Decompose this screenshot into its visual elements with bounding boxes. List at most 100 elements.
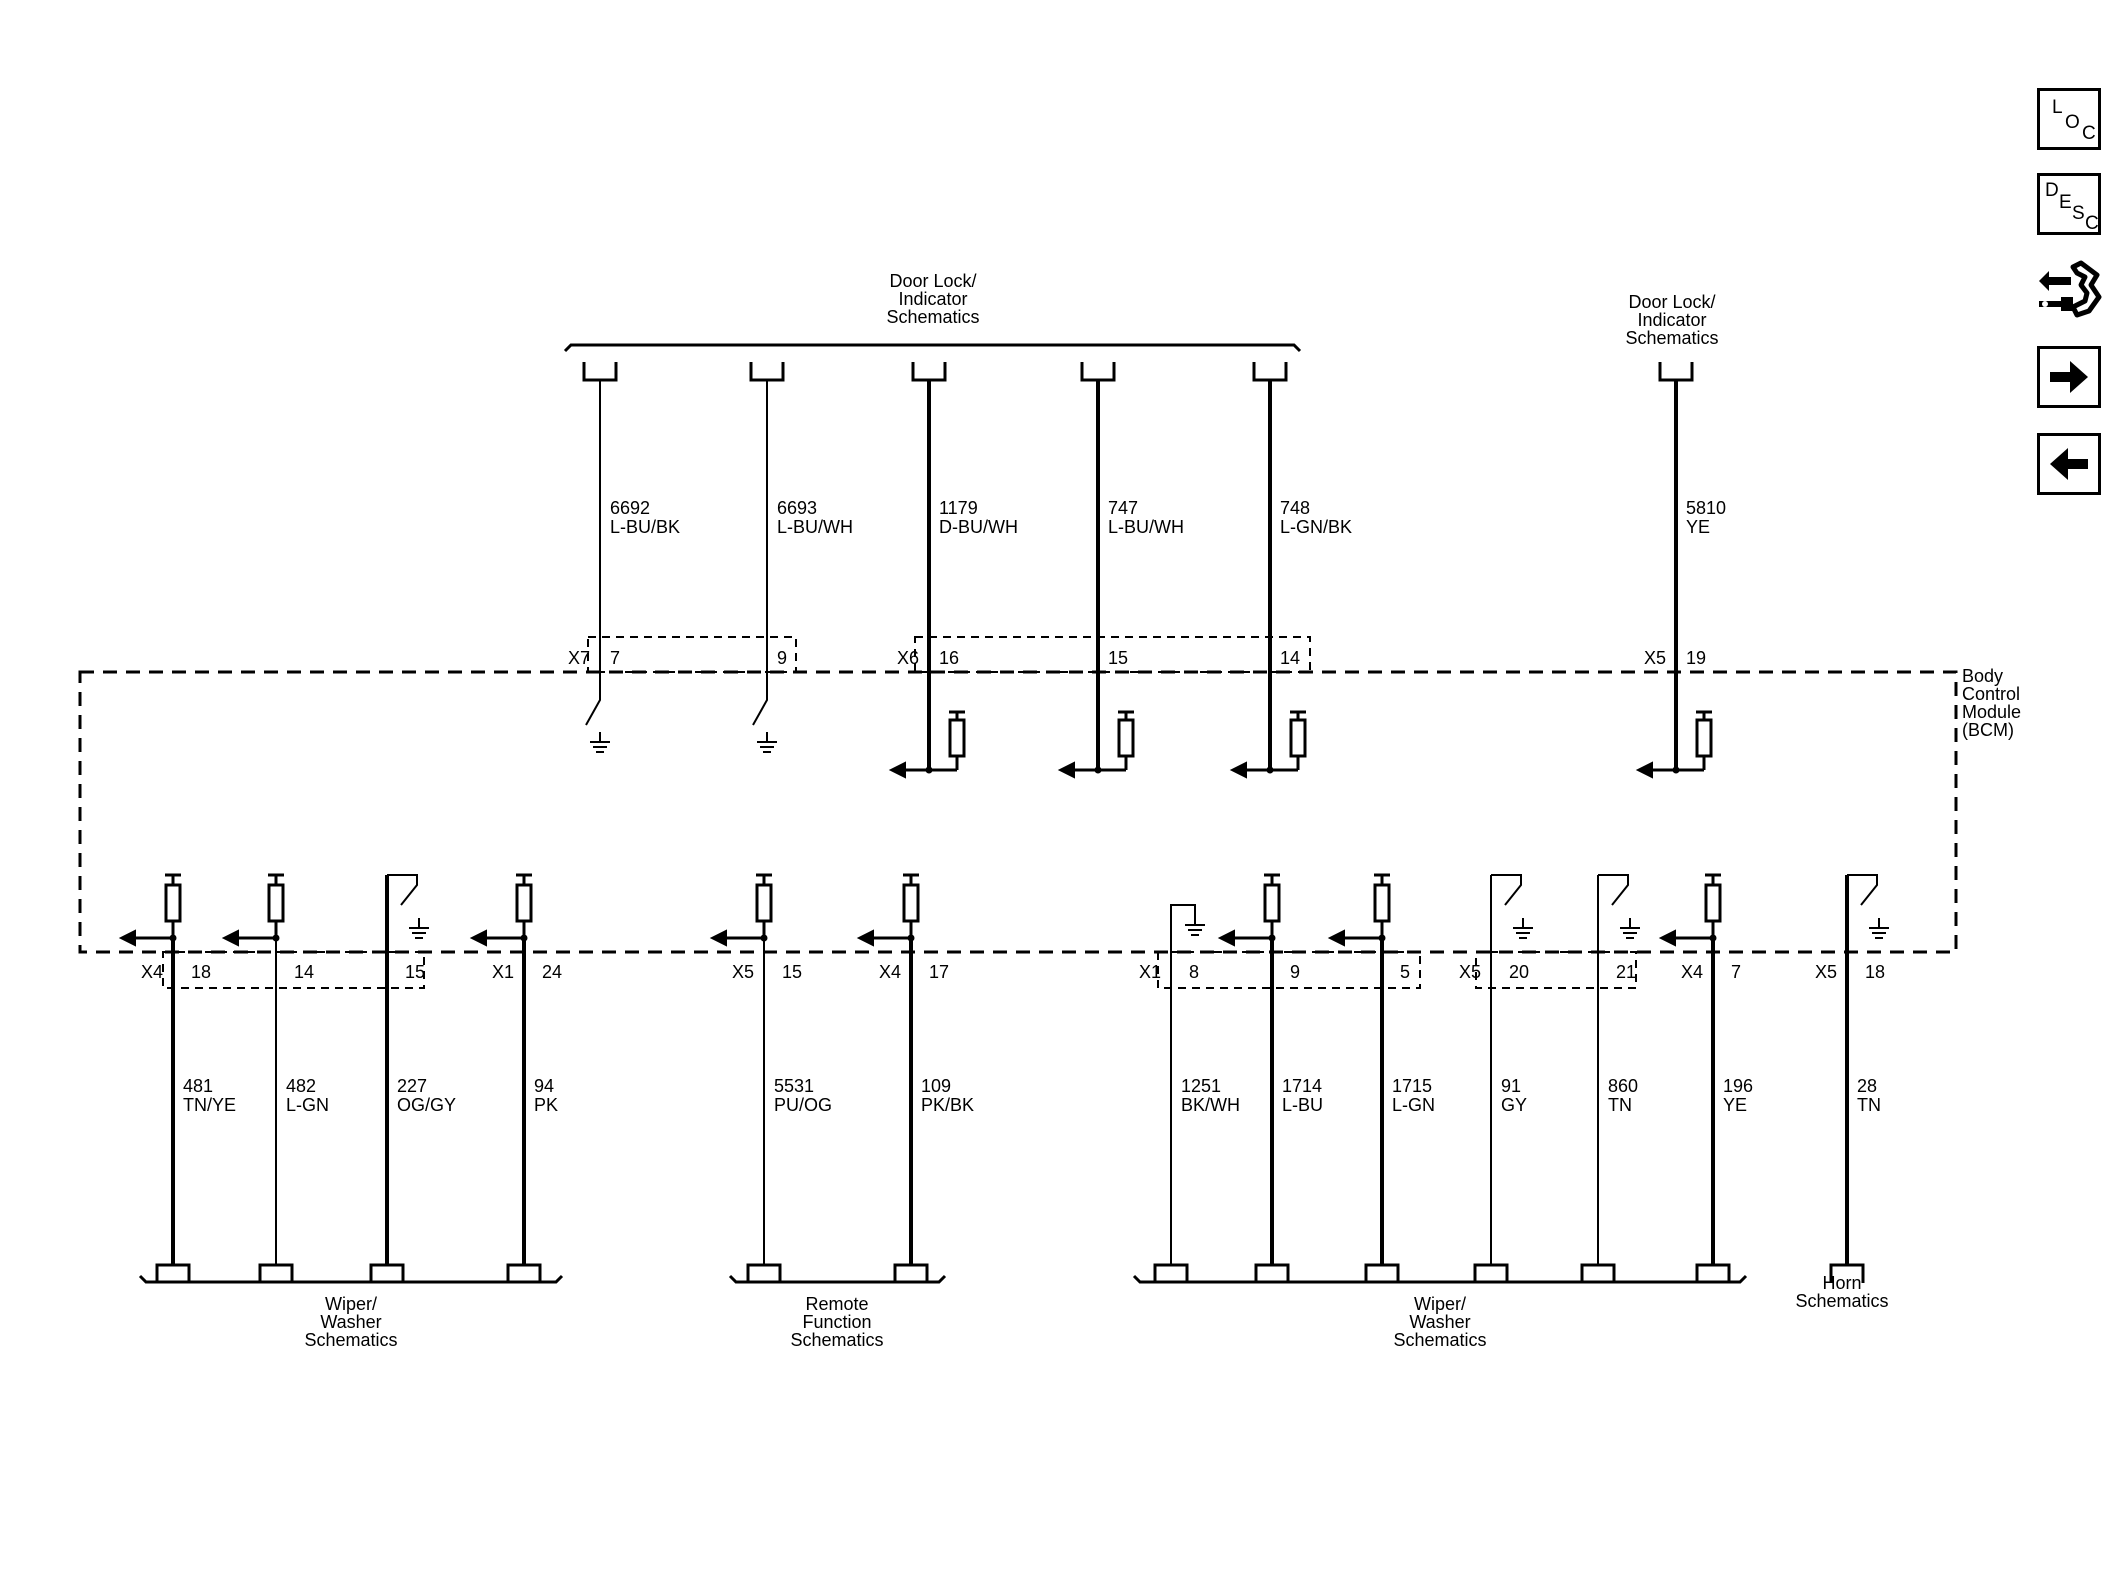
circuit-number: 1714 — [1282, 1076, 1322, 1096]
top-group-label-line: Door Lock/ — [889, 271, 976, 291]
top-group-label-line: Schematics — [1625, 328, 1718, 348]
wire-color: TN — [1608, 1095, 1632, 1115]
pullup-resistor — [1373, 883, 1391, 923]
loc-letter-2: O — [2065, 112, 2080, 133]
desc-letter-3: S — [2072, 203, 2085, 224]
pin-number: 5 — [1400, 962, 1410, 982]
input-arrow-icon — [1217, 929, 1235, 947]
pullup-resistor — [515, 883, 533, 923]
desc-letter-2: E — [2059, 192, 2072, 213]
pullup-resistor — [902, 883, 920, 923]
circuit-number: 482 — [286, 1076, 316, 1096]
pullup-resistor — [1289, 718, 1307, 758]
pin-number: 7 — [1731, 962, 1741, 982]
wire-color: PK/BK — [921, 1095, 974, 1115]
pin-number: 17 — [929, 962, 949, 982]
input-arrow-icon — [469, 929, 487, 947]
connector-id: X4 — [879, 962, 901, 982]
input-arrow-icon — [1057, 761, 1075, 779]
switch-contact — [585, 680, 601, 726]
pin-number: 14 — [294, 962, 314, 982]
bcm-label-line: Module — [1962, 702, 2021, 722]
bottom-group-label-line: Remote — [805, 1294, 868, 1314]
wire-color: YE — [1686, 517, 1710, 537]
loc-letter-3: C — [2082, 123, 2096, 144]
wire-color: TN — [1857, 1095, 1881, 1115]
circuit-number: 6693 — [777, 498, 817, 518]
pin-number: 9 — [1290, 962, 1300, 982]
input-arrow-icon — [709, 929, 727, 947]
circuit-number: 227 — [397, 1076, 427, 1096]
connector-id: X1 — [492, 962, 514, 982]
group-brace — [138, 1274, 564, 1284]
ground-lead — [1170, 904, 1196, 915]
wire-color: D-BU/WH — [939, 517, 1018, 537]
wire-color: L-GN/BK — [1280, 517, 1352, 537]
circuit-number: 91 — [1501, 1076, 1521, 1096]
bottom-group-label-line: Function — [802, 1312, 871, 1332]
junction-dot — [1266, 766, 1274, 774]
bcm-label-line: Control — [1962, 684, 2020, 704]
pullup-resistor — [164, 883, 182, 923]
connector-end-view-icon[interactable] — [2033, 255, 2105, 327]
connector-id: X4 — [141, 962, 163, 982]
bottom-group-label-line: Schematics — [790, 1330, 883, 1350]
junction-dot — [520, 934, 528, 942]
circuit-number: 481 — [183, 1076, 213, 1096]
switch-contact — [387, 874, 418, 906]
input-arrow-icon — [1635, 761, 1653, 779]
wire-color: YE — [1723, 1095, 1747, 1115]
pin-number: 20 — [1509, 962, 1529, 982]
input-arrow-icon — [1327, 929, 1345, 947]
connector-pin-group-outline — [1157, 951, 1421, 989]
switch-contact — [1491, 874, 1522, 906]
pullup-resistor — [1263, 883, 1281, 923]
junction-dot — [925, 766, 933, 774]
pullup-resistor — [1704, 883, 1722, 923]
input-arrow-icon — [221, 929, 239, 947]
connector-pin-groups — [162, 636, 1637, 989]
circuit-number: 5810 — [1686, 498, 1726, 518]
circuit-number: 94 — [534, 1076, 554, 1096]
wire-color: L-BU/WH — [777, 517, 853, 537]
circuit-number: 747 — [1108, 498, 1138, 518]
circuit-number: 860 — [1608, 1076, 1638, 1096]
circuit-number: 1715 — [1392, 1076, 1432, 1096]
junction-dot — [1709, 934, 1717, 942]
wire-color: PK — [534, 1095, 558, 1115]
pin-number: 16 — [939, 648, 959, 668]
wire-color: L-GN — [1392, 1095, 1435, 1115]
bcm-label-line: (BCM) — [1962, 720, 2014, 740]
wire-color: L-GN — [286, 1095, 329, 1115]
bottom-group-label-line: Washer — [1409, 1312, 1470, 1332]
group-brace — [1132, 1274, 1748, 1284]
switch-contact — [1598, 874, 1629, 906]
pin-number: 19 — [1686, 648, 1706, 668]
input-arrow-icon — [888, 761, 906, 779]
junction-dot — [907, 934, 915, 942]
description-button[interactable]: D E S C — [2037, 173, 2101, 235]
input-arrow-icon — [856, 929, 874, 947]
bottom-group-label-line: Schematics — [304, 1330, 397, 1350]
pin-number: 8 — [1189, 962, 1199, 982]
switch-contact — [1847, 874, 1878, 906]
pin-number: 18 — [1865, 962, 1885, 982]
input-arrow-icon — [118, 929, 136, 947]
pin-number: 18 — [191, 962, 211, 982]
previous-page-button[interactable] — [2037, 433, 2101, 495]
bottom-group-label-line: Horn — [1822, 1273, 1861, 1293]
pin-number: 24 — [542, 962, 562, 982]
wire-color: L-BU/WH — [1108, 517, 1184, 537]
bcm-label-line: Body — [1962, 666, 2003, 686]
next-page-button[interactable] — [2037, 346, 2101, 408]
location-button[interactable]: L O C — [2037, 88, 2101, 150]
wire-color: TN/YE — [183, 1095, 236, 1115]
